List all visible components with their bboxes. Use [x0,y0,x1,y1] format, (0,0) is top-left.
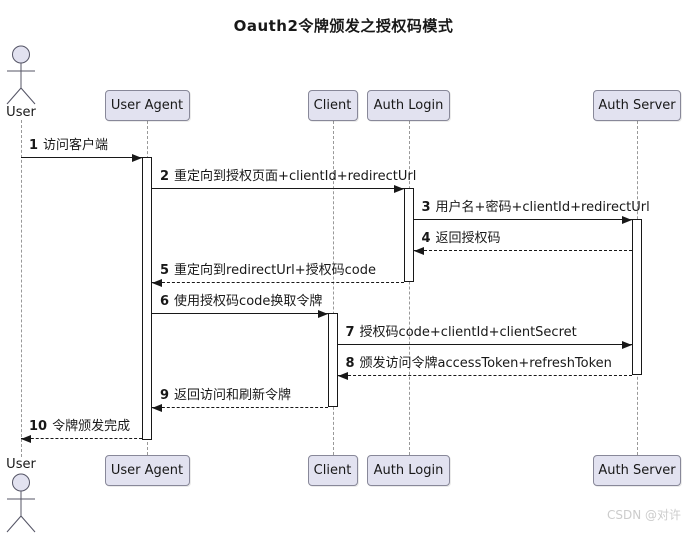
message-line-3 [413,219,632,220]
message-text-2: 重定向到授权页面+clientId+redirectUrl [174,169,417,184]
actor-icon-user-bottom-part [20,515,36,533]
actor-icon-user-bottom-part [12,473,30,492]
activation-bar-client [327,313,338,407]
message-arrowhead-4 [413,246,424,255]
message-arrowhead-10 [21,434,31,443]
message-arrowhead-5 [152,278,162,287]
message-line-5 [152,282,404,283]
message-text-1: 访问客户端 [43,138,109,153]
message-label-2: 2 重定向到授权页面+clientId+redirectUrl [160,169,416,184]
watermark: CSDN @对许 [606,508,681,522]
participant-box-user-agent-top: User Agent [104,90,190,121]
message-number-2: 2 [160,169,170,184]
message-label-10: 10 令牌颁发完成 [29,419,130,434]
message-label-6: 6 使用授权码code换取令牌 [160,294,322,309]
message-line-8 [337,375,632,376]
message-arrowhead-6 [317,309,328,318]
message-number-3: 3 [421,200,431,215]
message-line-2 [152,188,404,189]
lifeline-auth-login [408,121,410,455]
message-text-6: 使用授权码code换取令牌 [174,294,323,309]
message-arrowhead-9 [152,403,162,412]
message-arrowhead-8 [337,371,348,380]
message-label-9: 9 返回访问和刷新令牌 [160,388,291,403]
participant-box-auth-login-top: Auth Login [367,90,450,121]
message-text-8: 颁发访问令牌accessToken+refreshToken [359,356,612,371]
participant-label-user-top: User [6,105,36,120]
message-line-6 [152,313,328,314]
message-line-4 [413,250,632,251]
lifeline-client [332,121,334,455]
participant-box-auth-login-bottom: Auth Login [367,455,450,486]
lifeline-user [21,120,22,457]
message-line-7 [337,344,632,345]
actor-icon-user-bottom-part [6,515,22,533]
message-label-1: 1 访问客户端 [29,138,108,153]
participant-box-auth-server-bottom: Auth Server [593,455,681,486]
actor-icon-user-bottom [6,473,36,533]
activation-bar-user-agent [142,157,152,440]
message-text-3: 用户名+密码+clientId+redirectUrl [435,200,650,215]
message-text-7: 授权码code+clientId+clientSecret [359,325,577,340]
message-text-5: 重定向到redirectUrl+授权码code [174,263,376,278]
actor-icon-user-top [6,45,36,105]
message-number-5: 5 [160,263,170,278]
message-number-1: 1 [29,138,39,153]
message-label-5: 5 重定向到redirectUrl+授权码code [160,263,376,278]
message-label-3: 3 用户名+密码+clientId+redirectUrl [422,200,650,215]
message-arrowhead-2 [393,184,404,193]
message-label-8: 8 颁发访问令牌accessToken+refreshToken [346,356,612,371]
message-line-1 [21,157,142,158]
message-number-10: 10 [29,419,48,434]
message-arrowhead-1 [132,153,142,162]
participant-box-client-top: Client [307,90,358,121]
message-text-9: 返回访问和刷新令牌 [174,388,292,403]
message-arrowhead-7 [622,340,632,349]
message-label-7: 7 授权码code+clientId+clientSecret [346,325,577,340]
message-arrowhead-3 [622,215,632,224]
actor-icon-user-top-part [12,45,30,64]
message-number-4: 4 [421,231,431,246]
activation-bar-auth-server [632,219,642,375]
actor-icon-user-top-part [6,87,22,105]
activation-bar-auth-login [403,188,414,282]
participant-label-user-bottom: User [6,457,36,472]
participant-box-user-agent-bottom: User Agent [104,455,190,486]
message-number-9: 9 [160,388,170,403]
message-line-10 [21,438,142,439]
message-number-7: 7 [345,325,355,340]
participant-box-auth-server-top: Auth Server [593,90,681,121]
message-text-10: 令牌颁发完成 [52,419,131,434]
message-text-4: 返回授权码 [435,231,501,246]
actor-icon-user-top-part [20,87,36,105]
message-line-9 [152,407,328,408]
message-number-6: 6 [160,294,170,309]
diagram-title: Oauth2令牌颁发之授权码模式 [233,17,454,35]
message-number-8: 8 [345,356,355,371]
participant-box-client-bottom: Client [307,455,358,486]
message-label-4: 4 返回授权码 [422,231,501,246]
